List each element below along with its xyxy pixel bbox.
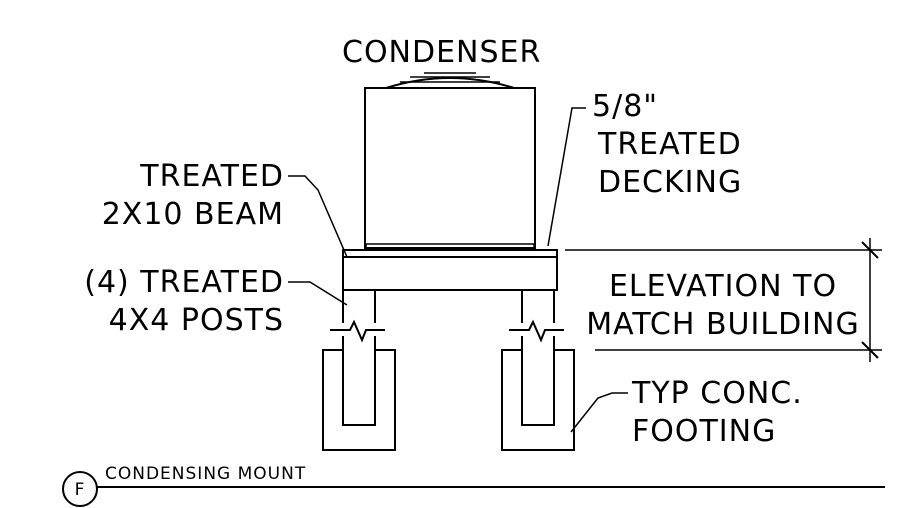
treated-decking: [342, 249, 558, 258]
condenser-label: CONDENSER: [342, 35, 541, 70]
posts: [330, 290, 564, 426]
beam-and-decking: [342, 249, 558, 291]
decking-label-line3: DECKING: [598, 165, 742, 200]
condenser-cabinet: [364, 87, 536, 249]
elevation-label-line2: MATCH BUILDING: [586, 307, 859, 342]
leaders: [288, 107, 628, 433]
treated-beam: [342, 256, 558, 291]
detail-tag-letter: F: [75, 480, 86, 500]
elevation-dimension: [565, 238, 882, 362]
post-left: [330, 290, 385, 426]
detail-tag-circle: [62, 471, 98, 507]
footing-left: [322, 349, 396, 451]
posts-label-line2: 4X4 POSTS: [109, 303, 284, 338]
condenser-unit: [364, 72, 536, 249]
condenser-fan-dome: [385, 77, 515, 89]
footing-label-line2: FOOTING: [632, 414, 776, 449]
detail-title: F CONDENSING MOUNT: [62, 464, 885, 507]
beam-label-line1: TREATED: [139, 159, 284, 194]
detail-title-text: CONDENSING MOUNT: [105, 464, 306, 484]
footing-label-line1: TYP CONC.: [631, 376, 803, 411]
beam-label-line2: 2X10 BEAM: [102, 197, 284, 232]
posts-label-line1: (4) TREATED: [84, 265, 284, 300]
elevation-label-line1: ELEVATION TO: [609, 269, 837, 304]
decking-label-line2: TREATED: [597, 127, 742, 162]
footing-right: [501, 349, 575, 451]
concrete-footings: [322, 349, 575, 451]
decking-label-line1: 5/8": [592, 89, 658, 124]
post-right: [509, 290, 564, 426]
